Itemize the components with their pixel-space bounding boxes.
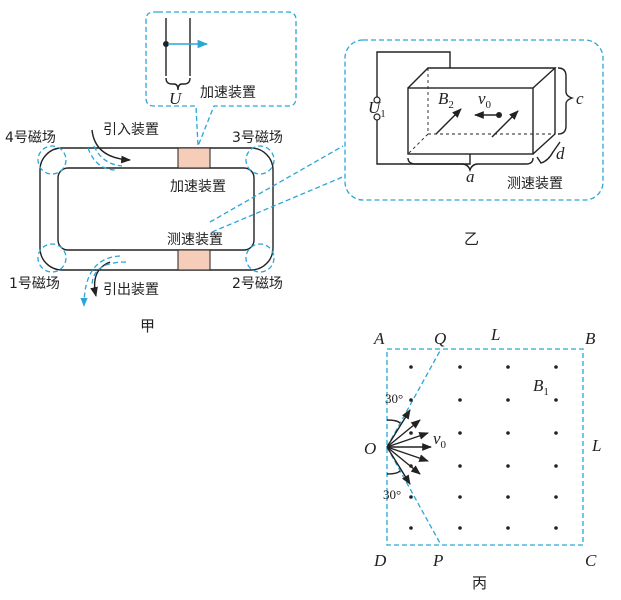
yi-velocity-label: v0 xyxy=(478,89,492,111)
dim-d-brace xyxy=(536,141,561,164)
terminal-top xyxy=(373,96,381,104)
accel-gap xyxy=(177,147,211,169)
link-line-2 xyxy=(211,175,346,233)
yi-field-label: B2 xyxy=(438,89,454,111)
figure-yi: U1 B2 v0 c d a 测速装置 乙 xyxy=(344,39,604,248)
box-hidden-diag xyxy=(407,133,429,155)
box-top xyxy=(407,67,557,89)
extract-label: 引出装置 xyxy=(103,282,159,298)
figure-jia: 4号磁场 引入装置 3号磁场 加速装置 测速装置 1号磁场 引出装置 2号磁场 … xyxy=(5,11,297,335)
point-Q: Q xyxy=(434,329,446,348)
point-D: D xyxy=(373,551,387,570)
magnet-2-circle xyxy=(245,243,275,273)
yi-label: 测速装置 xyxy=(507,176,563,192)
inject-path-2 xyxy=(93,145,123,167)
point-O: O xyxy=(364,439,376,458)
callout-voltage: U xyxy=(169,89,183,108)
magnet-3-circle xyxy=(245,145,275,175)
jia-caption: 甲 xyxy=(140,317,155,335)
extract-arrow xyxy=(90,261,111,297)
bing-field-label: B1 xyxy=(533,376,549,398)
magnet-2-label: 2号磁场 xyxy=(232,276,283,292)
bing-velocity-label: v0 xyxy=(433,429,447,451)
circuit-wire-top xyxy=(376,51,451,98)
dim-c-label: c xyxy=(576,89,584,108)
point-B: B xyxy=(585,329,596,348)
angle-arc-top xyxy=(386,419,401,424)
point-A: A xyxy=(373,329,385,348)
side-L-right: L xyxy=(591,436,601,455)
field-dots xyxy=(409,365,558,530)
side-L-top: L xyxy=(490,325,500,344)
ring-inner xyxy=(57,167,255,251)
magnet-1-label: 1号磁场 xyxy=(9,276,60,292)
terminal-bottom xyxy=(373,113,381,121)
boundary-OQ xyxy=(386,348,442,448)
speed-label: 测速装置 xyxy=(167,232,223,248)
dim-a-label: a xyxy=(466,167,475,186)
yi-caption: 乙 xyxy=(464,230,479,248)
point-C: C xyxy=(585,551,597,570)
magnet-4-circle xyxy=(37,145,67,175)
velocity-fan xyxy=(386,409,432,485)
particle-dot xyxy=(163,41,169,47)
field-region xyxy=(386,348,584,546)
dim-c-brace xyxy=(557,67,575,135)
point-P: P xyxy=(432,551,443,570)
box-right xyxy=(532,68,556,155)
accel-label: 加速装置 xyxy=(170,179,226,195)
boundary-OP xyxy=(386,446,442,546)
angle-top-label: 30° xyxy=(385,391,403,406)
callout-label: 加速装置 xyxy=(200,85,256,101)
ring-outer xyxy=(39,147,274,271)
yi-particle xyxy=(496,112,502,118)
magnet-4-label: 4号磁场 xyxy=(5,130,56,146)
field-arrow-right xyxy=(491,110,519,138)
magnet-3-label: 3号磁场 xyxy=(232,130,283,146)
link-line-1 xyxy=(209,145,344,223)
bing-caption: 丙 xyxy=(472,574,487,592)
angle-arc-bottom xyxy=(386,470,401,475)
inject-label: 引入装置 xyxy=(103,122,159,138)
angle-bottom-label: 30° xyxy=(383,487,401,502)
inject-path-1 xyxy=(87,147,117,171)
dim-a-brace xyxy=(407,157,534,173)
yi-voltage-label: U1 xyxy=(368,98,386,120)
extract-path-1 xyxy=(80,255,121,307)
speed-gap xyxy=(177,249,211,271)
accel-callout xyxy=(145,11,297,147)
figure-bing: 30° 30° v0 B1 A Q L B L O D P C 丙 xyxy=(364,325,601,592)
field-arrow-left xyxy=(435,108,462,135)
extract-path-2 xyxy=(91,261,127,287)
magnet-1-circle xyxy=(37,243,67,273)
box-front xyxy=(407,87,534,155)
yi-callout xyxy=(344,39,604,201)
voltage-brace xyxy=(165,77,191,91)
inject-arrow xyxy=(91,129,131,164)
circuit-wire-bottom xyxy=(376,118,471,165)
dim-d-label: d xyxy=(556,144,565,163)
